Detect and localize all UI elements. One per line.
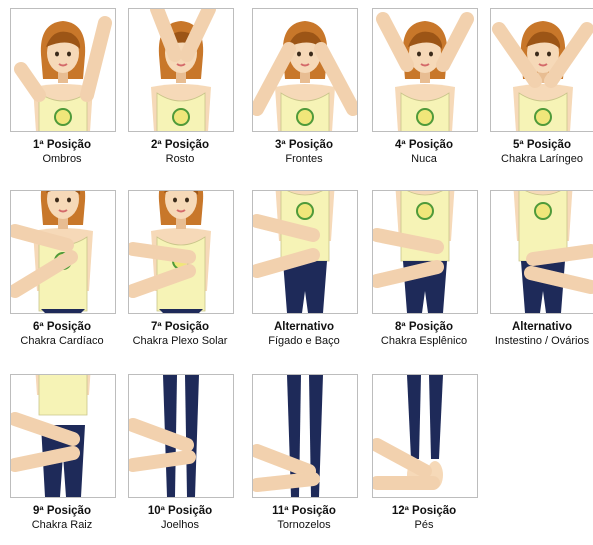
position-caption: 12ª PosiçãoPés <box>360 504 488 532</box>
position-title: 2ª Posição <box>116 138 244 152</box>
position-illustration <box>490 190 593 314</box>
position-area: Fígado e Baço <box>240 334 368 348</box>
position-illustration <box>252 374 358 498</box>
position-caption: 3ª PosiçãoFrontes <box>240 138 368 166</box>
position-caption: 11ª PosiçãoTornozelos <box>240 504 368 532</box>
position-area: Rosto <box>116 152 244 166</box>
position-illustration <box>252 190 358 314</box>
position-area: Joelhos <box>116 518 244 532</box>
hand-position-figure <box>491 191 593 313</box>
position-caption: 10ª PosiçãoJoelhos <box>116 504 244 532</box>
position-area: Instestino / Ovários <box>478 334 593 348</box>
hand-position-figure <box>373 375 477 497</box>
position-illustration <box>252 8 358 132</box>
hand-position-figure <box>11 191 115 313</box>
position-caption: 8ª PosiçãoChakra Esplênico <box>360 320 488 348</box>
position-caption: AlternativoInstestino / Ovários <box>478 320 593 348</box>
hand-position-figure <box>129 191 233 313</box>
position-illustration <box>128 190 234 314</box>
position-caption: 9ª PosiçãoChakra Raiz <box>0 504 126 532</box>
position-illustration <box>10 8 116 132</box>
hand-position-figure <box>129 375 233 497</box>
position-area: Chakra Raiz <box>0 518 126 532</box>
position-area: Chakra Esplênico <box>360 334 488 348</box>
position-title: 5ª Posição <box>478 138 593 152</box>
position-illustration <box>10 190 116 314</box>
position-caption: 2ª PosiçãoRosto <box>116 138 244 166</box>
hand-position-figure <box>253 191 357 313</box>
position-area: Chakra Plexo Solar <box>116 334 244 348</box>
position-illustration <box>128 8 234 132</box>
position-illustration <box>10 374 116 498</box>
position-title: 11ª Posição <box>240 504 368 518</box>
position-area: Nuca <box>360 152 488 166</box>
position-area: Tornozelos <box>240 518 368 532</box>
position-area: Chakra Cardíaco <box>0 334 126 348</box>
hand-position-figure <box>373 9 477 131</box>
hand-position-figure <box>491 9 593 131</box>
hand-position-figure <box>11 375 115 497</box>
position-caption: AlternativoFígado e Baço <box>240 320 368 348</box>
position-title: 10ª Posição <box>116 504 244 518</box>
position-title: 8ª Posição <box>360 320 488 334</box>
position-title: Alternativo <box>240 320 368 334</box>
position-illustration <box>128 374 234 498</box>
position-title: 4ª Posição <box>360 138 488 152</box>
position-caption: 6ª PosiçãoChakra Cardíaco <box>0 320 126 348</box>
position-title: 9ª Posição <box>0 504 126 518</box>
position-title: Alternativo <box>478 320 593 334</box>
position-title: 6ª Posição <box>0 320 126 334</box>
position-caption: 7ª PosiçãoChakra Plexo Solar <box>116 320 244 348</box>
position-area: Ombros <box>0 152 126 166</box>
position-title: 3ª Posição <box>240 138 368 152</box>
position-title: 1ª Posição <box>0 138 126 152</box>
position-area: Chakra Laríngeo <box>478 152 593 166</box>
position-illustration <box>372 8 478 132</box>
hand-position-figure <box>129 9 233 131</box>
hand-position-figure <box>253 375 357 497</box>
position-illustration <box>490 8 593 132</box>
position-caption: 1ª PosiçãoOmbros <box>0 138 126 166</box>
hand-position-figure <box>11 9 115 131</box>
position-caption: 4ª PosiçãoNuca <box>360 138 488 166</box>
position-area: Frontes <box>240 152 368 166</box>
position-title: 12ª Posição <box>360 504 488 518</box>
position-caption: 5ª PosiçãoChakra Laríngeo <box>478 138 593 166</box>
hand-position-figure <box>253 9 357 131</box>
position-illustration <box>372 190 478 314</box>
hand-position-figure <box>373 191 477 313</box>
position-area: Pés <box>360 518 488 532</box>
position-illustration <box>372 374 478 498</box>
position-title: 7ª Posição <box>116 320 244 334</box>
